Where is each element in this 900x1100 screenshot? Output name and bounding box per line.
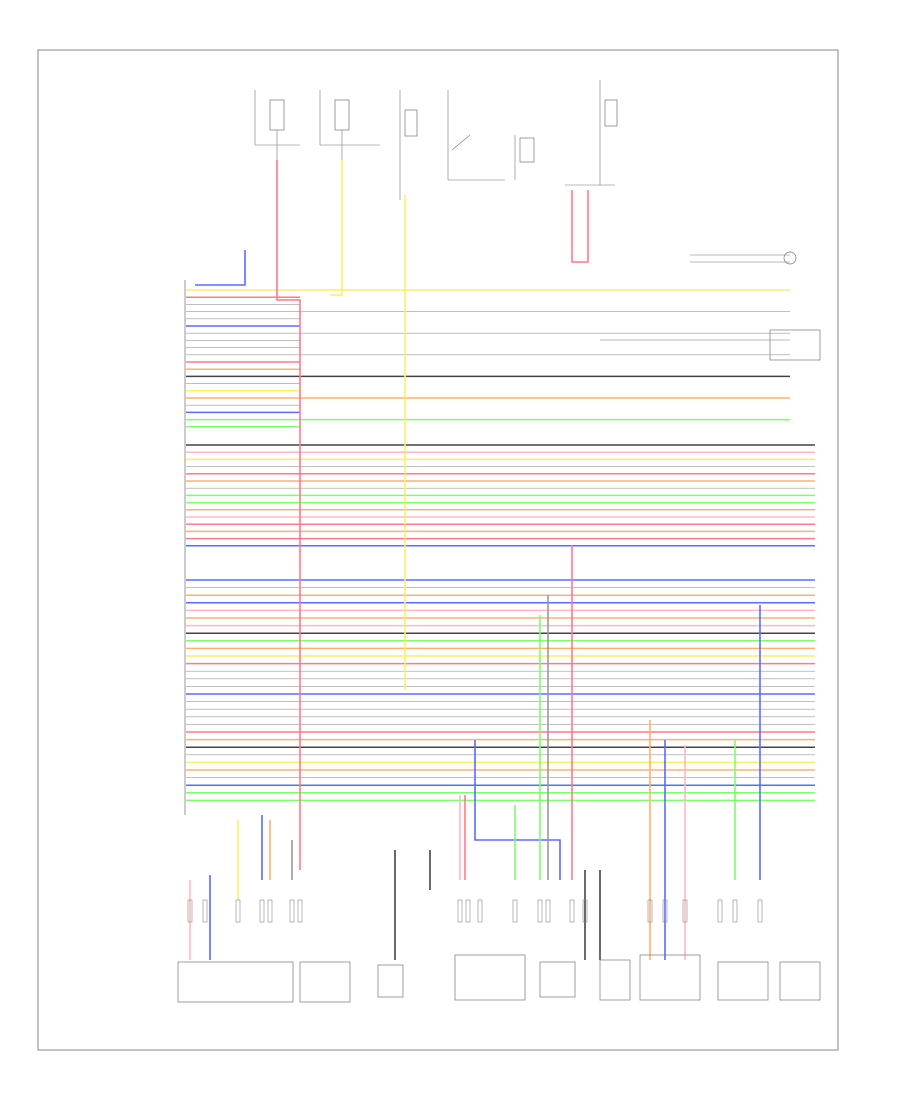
side-sensor-right-box bbox=[599, 959, 631, 1001]
connector-stub bbox=[259, 899, 265, 923]
connector-stub bbox=[537, 899, 543, 923]
connector-stub bbox=[512, 899, 518, 923]
top-component-fuse-b bbox=[319, 90, 380, 160]
connector-stub bbox=[545, 899, 551, 923]
side-sensor-left-box bbox=[539, 961, 576, 998]
connector-stub bbox=[717, 899, 723, 923]
bottom-connector-stubs bbox=[187, 899, 763, 923]
connector-stub bbox=[477, 899, 483, 923]
rear-sensor-box bbox=[717, 961, 769, 1001]
switch-module-box bbox=[377, 964, 404, 998]
connector-stub bbox=[289, 899, 295, 923]
connector-stub bbox=[267, 899, 273, 923]
impact-sensor-box bbox=[779, 961, 821, 1001]
connector-stub bbox=[457, 899, 463, 923]
seat-belt-pretensioner-left-box bbox=[177, 961, 294, 1003]
top-component-fuse-a bbox=[254, 90, 300, 160]
horizontal-wire-rows bbox=[186, 289, 815, 802]
top-component-switch-a bbox=[514, 135, 535, 180]
diagram-border bbox=[37, 49, 839, 1051]
connector-stub bbox=[582, 899, 588, 923]
connector-stub bbox=[202, 899, 208, 923]
connector-stub bbox=[187, 899, 193, 923]
front-sensor-box bbox=[639, 954, 701, 1001]
connector-stub bbox=[235, 899, 241, 923]
bottom-components bbox=[177, 954, 821, 1003]
top-component-fuse-c bbox=[565, 80, 618, 186]
top-component-relay-a bbox=[399, 90, 505, 200]
occupant-sensor-box bbox=[454, 954, 526, 1001]
connector-stub bbox=[465, 899, 471, 923]
vertical-wires bbox=[189, 160, 761, 960]
connector-stub bbox=[569, 899, 575, 923]
seat-belt-pretensioner-right-box bbox=[299, 961, 351, 1003]
connector-stub bbox=[297, 899, 303, 923]
connector-stub bbox=[682, 899, 688, 923]
connector-stub bbox=[647, 899, 653, 923]
connector-stub bbox=[757, 899, 763, 923]
right-top-connector bbox=[600, 251, 821, 361]
connector-stub bbox=[662, 899, 668, 923]
connector-stub bbox=[732, 899, 738, 923]
